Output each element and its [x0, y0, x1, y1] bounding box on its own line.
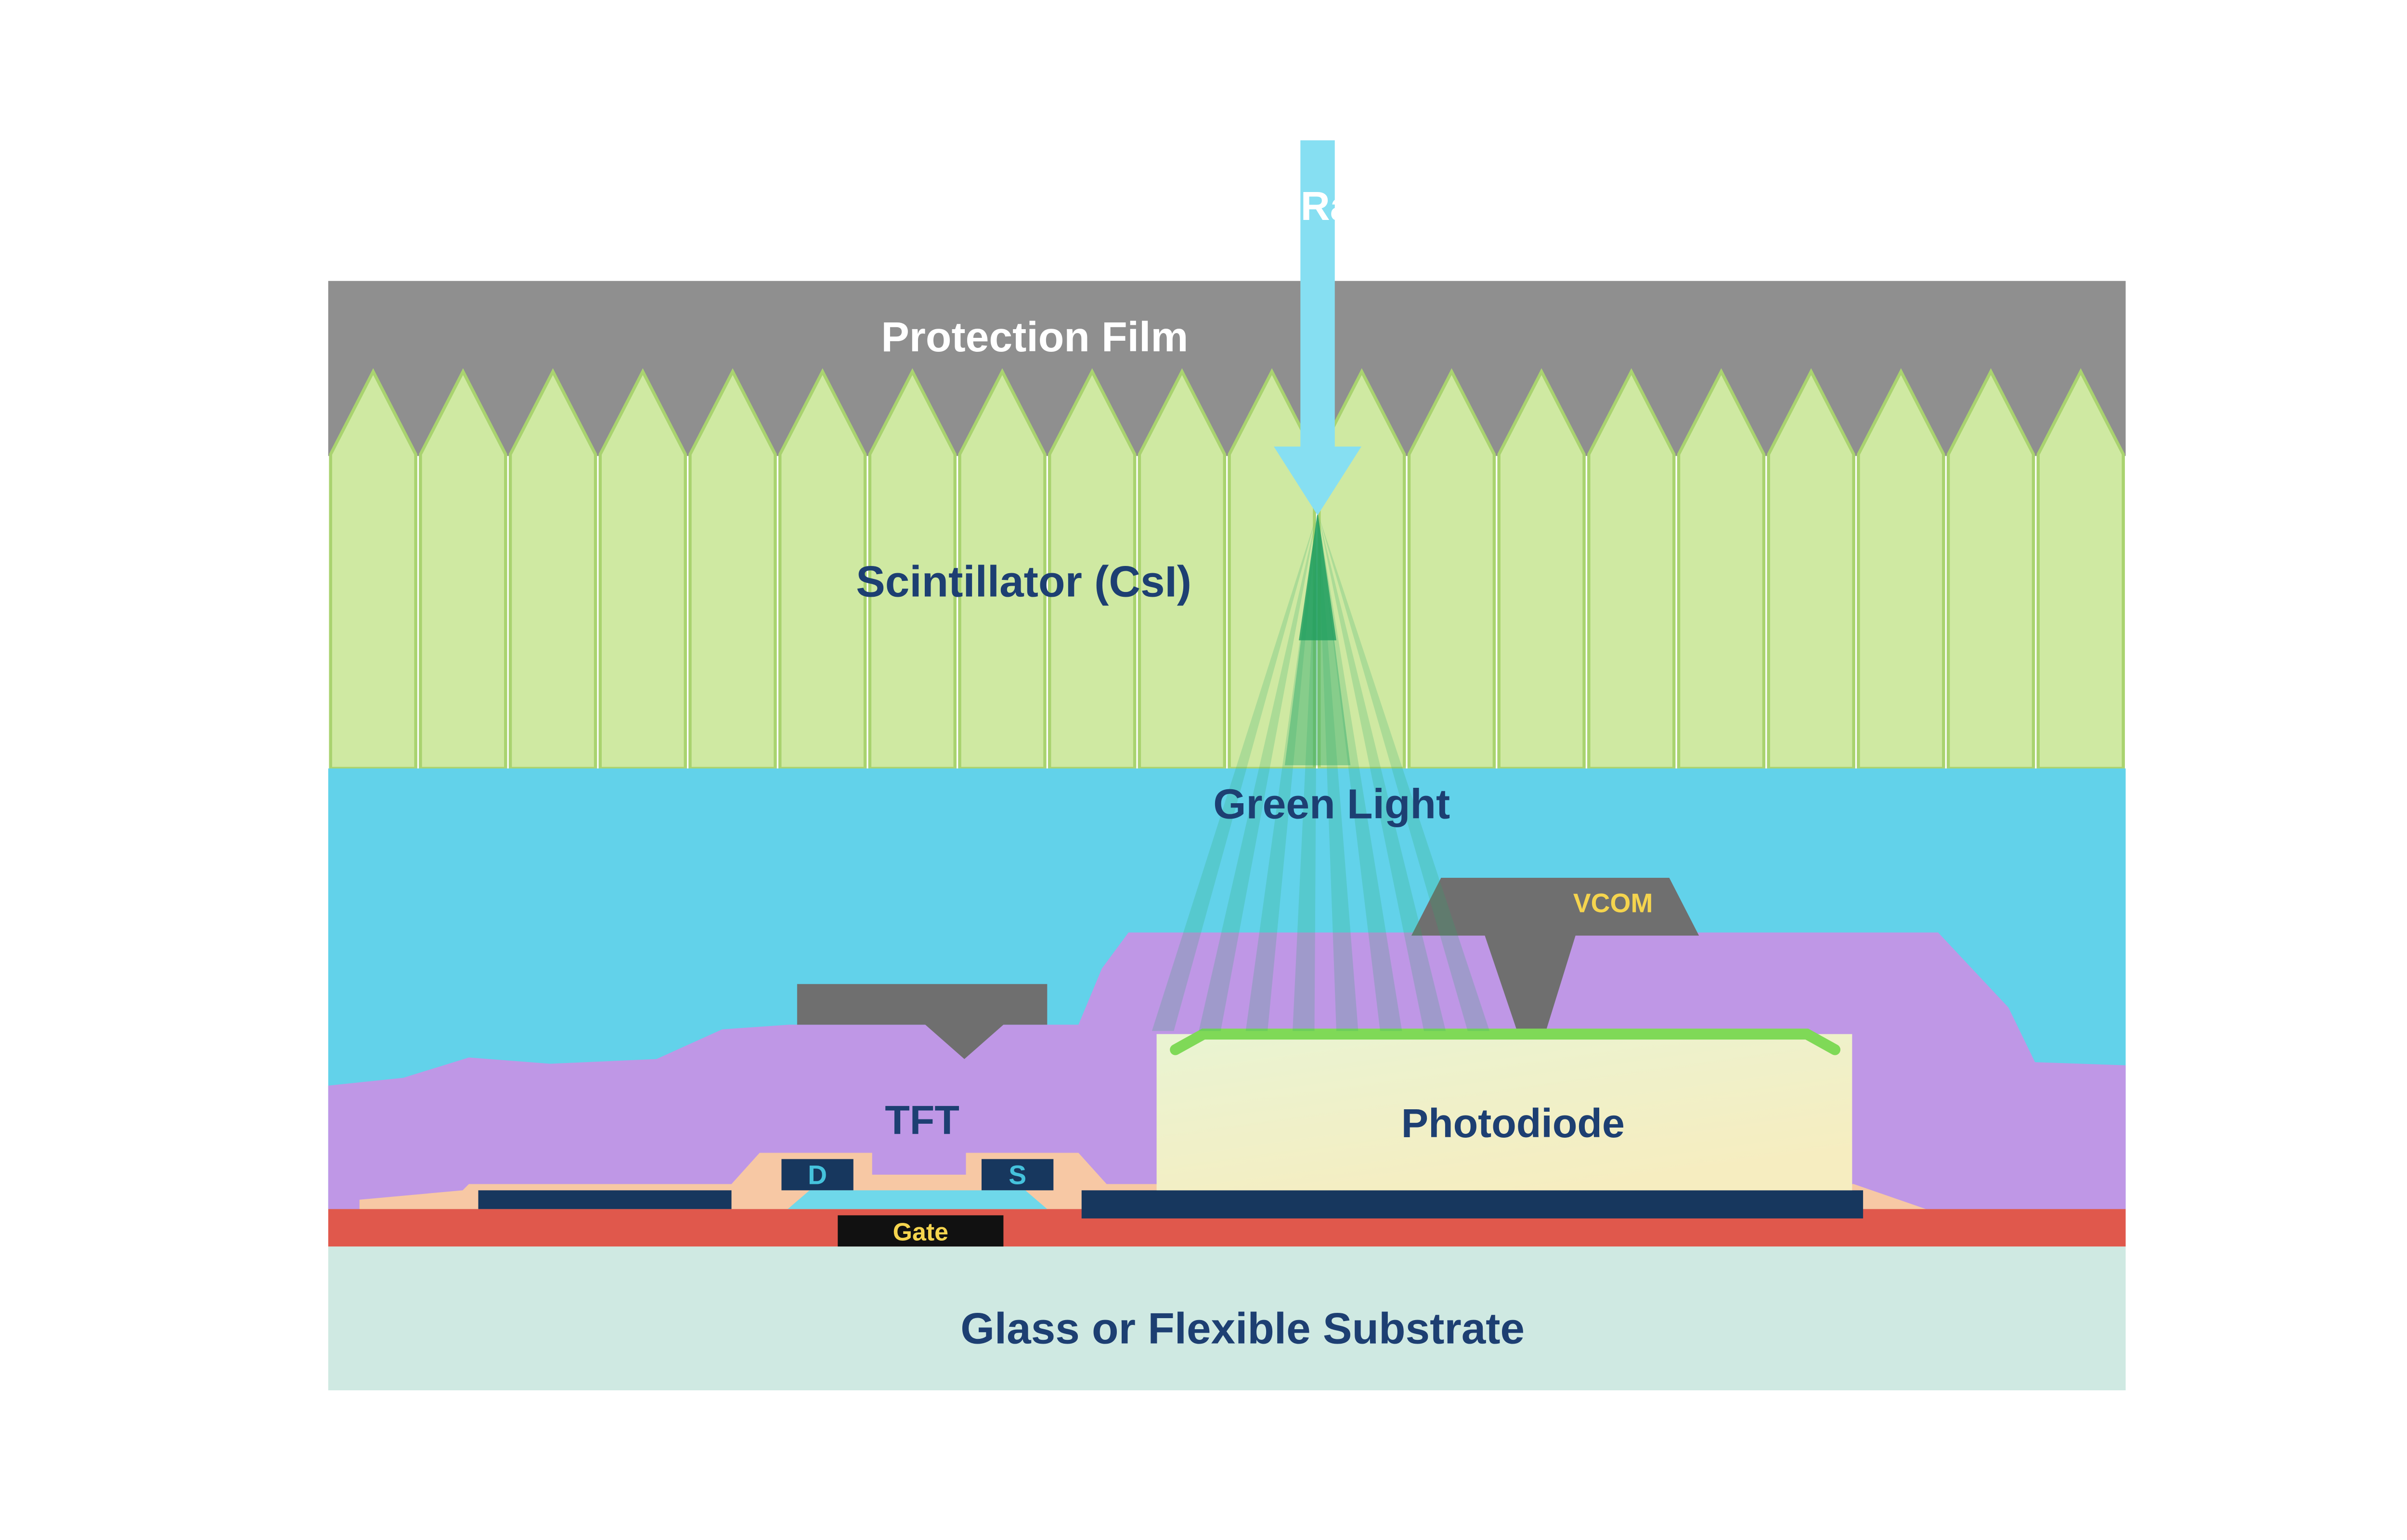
xray-arrow-shaft [1300, 140, 1335, 450]
source-electrode [981, 1159, 1054, 1191]
scintillator-column [1767, 368, 1855, 770]
scintillator-column [508, 368, 597, 770]
scintillator-label: Scintillator (CsI) [856, 558, 1191, 606]
substrate-layer [328, 1246, 2126, 1390]
scintillator-column [778, 368, 867, 770]
scintillator-column [1857, 368, 1945, 770]
scintillator-column [1677, 368, 1766, 770]
green-light-ray [1245, 512, 1318, 1031]
photodiode-top-contact [1170, 1028, 1841, 1055]
scintillator-column [1407, 368, 1496, 770]
scintillator-columns [329, 368, 2125, 770]
vcom-electrode [1411, 878, 1699, 1047]
photodiode-label: Photodiode [1401, 1101, 1625, 1146]
xray-label: X-Ray [1260, 183, 1375, 229]
green-light-ray [1318, 512, 1490, 1031]
photodiode-body [1156, 1034, 1852, 1191]
xray-arrow [1274, 140, 1361, 515]
substrate-label: Glass or Flexible Substrate [960, 1305, 1525, 1353]
green-light-ray [1318, 512, 1359, 1031]
drain-label: D [808, 1160, 827, 1190]
green-light-ray [1293, 512, 1318, 1031]
green-ray-apex-glow [1299, 512, 1336, 641]
scintillator-column [688, 368, 777, 770]
scintillator-column [419, 368, 507, 770]
photodiode-bottom-electrode [1081, 1190, 1863, 1219]
protection-film-layer [328, 281, 2126, 456]
protection-film-label: Protection Film [881, 313, 1188, 360]
source-label: S [1009, 1160, 1026, 1190]
green-light-label: Green Light [1213, 781, 1450, 828]
tft-label: TFT [885, 1097, 959, 1142]
scintillator-column [2036, 368, 2125, 770]
drain-electrode [781, 1159, 854, 1191]
scintillator-column [1497, 368, 1586, 770]
left-electrode [797, 984, 1048, 1059]
xray-arrow-head [1274, 446, 1361, 515]
scintillator-column [1587, 368, 1676, 770]
gate-label: Gate [893, 1218, 948, 1246]
gate-electrode [838, 1215, 1004, 1247]
scintillator-column [1946, 368, 2035, 770]
scintillator-column [329, 368, 417, 770]
scintillator-column [598, 368, 687, 770]
green-light-ray [1318, 512, 1402, 1031]
left-metal-line [478, 1190, 732, 1209]
vcom-label: VCOM [1573, 888, 1653, 918]
tft-channel [788, 1190, 1048, 1209]
